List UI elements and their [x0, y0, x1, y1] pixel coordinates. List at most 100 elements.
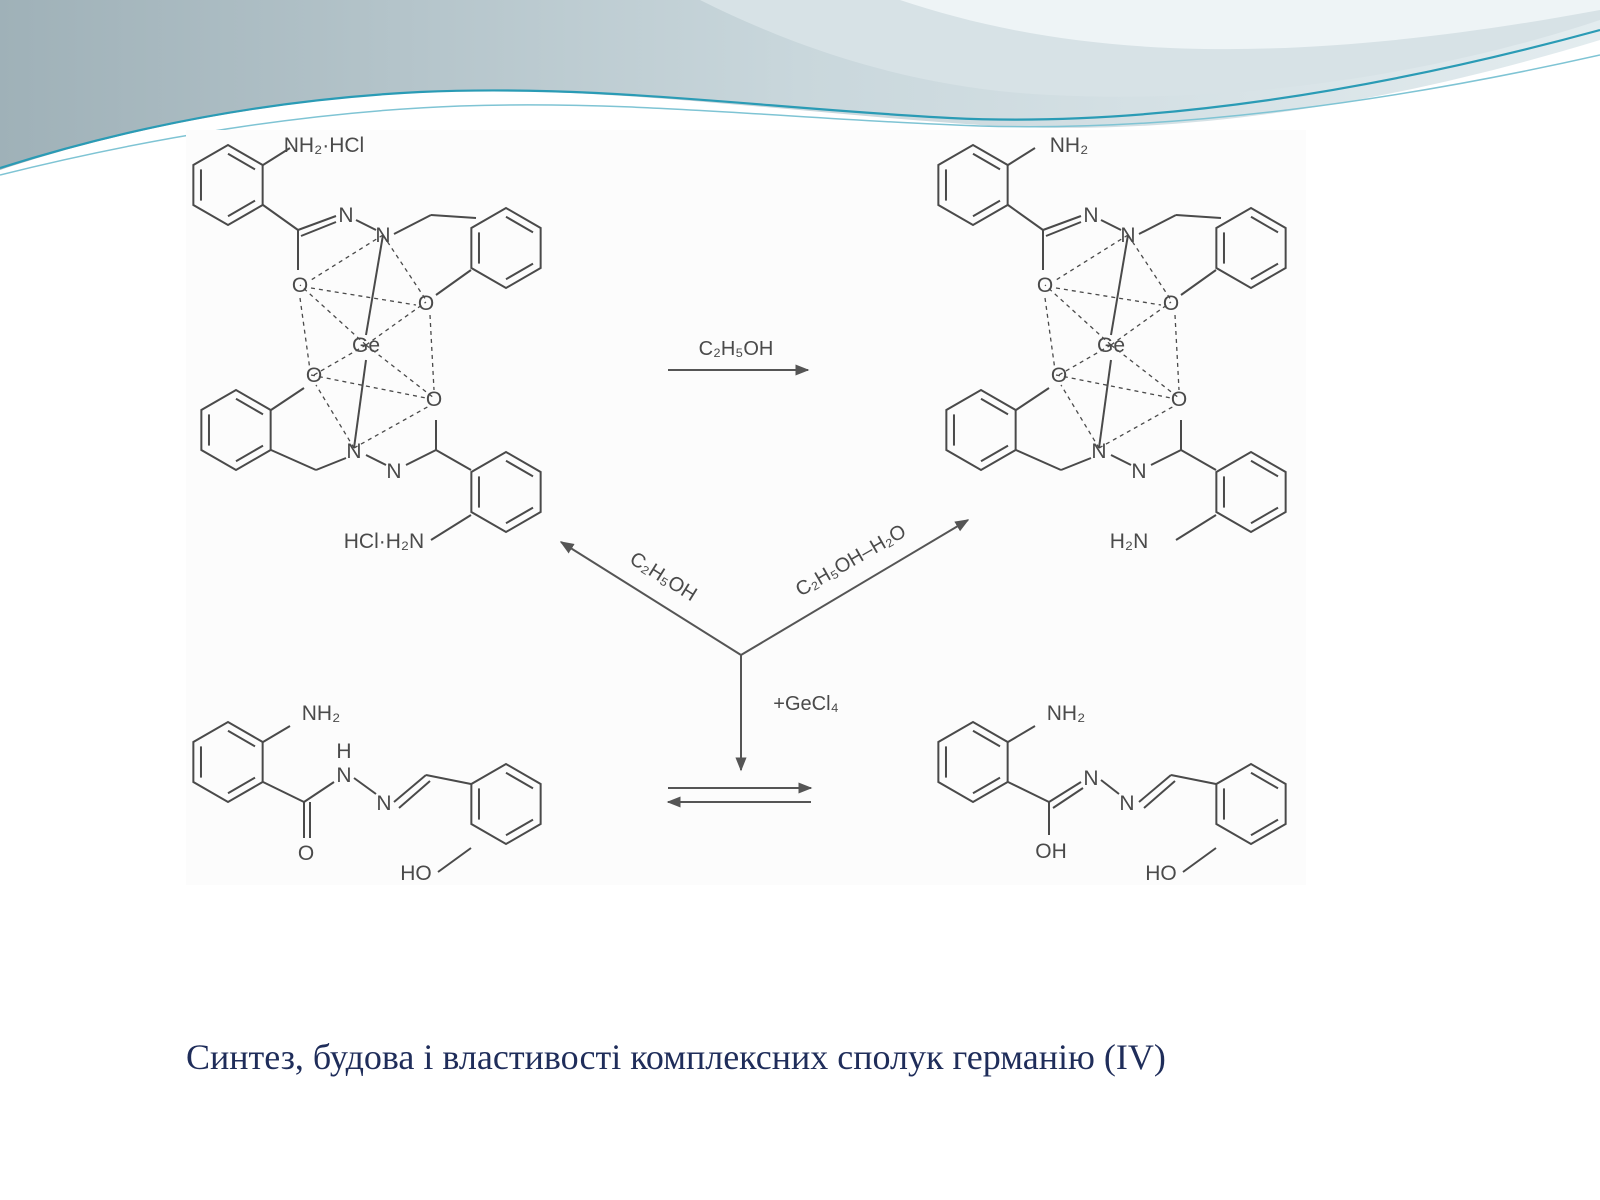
bond	[1015, 387, 1050, 411]
nitrogen-atom: N	[346, 440, 361, 463]
oxygen-atom: O	[418, 292, 434, 315]
bond	[1143, 780, 1176, 809]
oxygen-atom: O	[426, 388, 442, 411]
bond	[1138, 214, 1177, 235]
benzene-ring	[470, 450, 542, 534]
amine-label: NH₂	[302, 702, 340, 725]
coordination-bond	[353, 404, 432, 449]
bond	[262, 725, 291, 743]
nitrogen-atom: N	[338, 204, 353, 227]
bond	[353, 777, 377, 795]
bond	[365, 454, 387, 466]
bond	[1060, 457, 1092, 471]
coordination-bond	[1110, 234, 1129, 336]
benzene-ring	[1215, 206, 1287, 290]
coordination-bond	[353, 359, 367, 449]
amine-label: H₂N	[1110, 530, 1148, 553]
oxygen-atom: O	[1163, 292, 1179, 315]
aromatic-double-bond	[972, 776, 1001, 795]
bond	[1138, 774, 1172, 803]
aromatic-double-bond	[980, 444, 1009, 463]
nitrogen-atom: N	[1083, 767, 1098, 790]
aromatic-double-bond	[227, 199, 256, 218]
coordination-bond	[1055, 234, 1129, 281]
bond	[1007, 781, 1050, 803]
bond	[435, 449, 472, 471]
bond	[1150, 449, 1182, 466]
coordination-bond	[310, 287, 417, 306]
slide-caption: Синтез, будова і властивості комплексних…	[186, 1037, 1166, 1077]
arrow-layer	[559, 364, 970, 808]
aromatic-double-bond	[505, 506, 534, 525]
coordination-bond	[1098, 359, 1112, 449]
bond	[430, 514, 472, 541]
bond	[1042, 215, 1082, 231]
oxygen-atom: O	[1171, 388, 1187, 411]
bond	[262, 204, 299, 231]
nitrogen-atom: N	[386, 460, 401, 483]
aromatic-double-bond	[1250, 262, 1279, 281]
aromatic-double-bond	[972, 199, 1001, 218]
top-right-complex: NH₂NNOOGeOONNH₂N	[937, 134, 1287, 553]
bond	[1110, 454, 1132, 466]
aromatic-double-bond	[505, 818, 534, 837]
aromatic-double-bond	[972, 729, 1001, 748]
aromatic-double-bond	[235, 444, 264, 463]
aromatic-double-bond	[972, 152, 1001, 171]
benzene-ring	[945, 388, 1017, 472]
coordination-bond	[1098, 404, 1177, 449]
nitrogen-atom: N	[1119, 792, 1134, 815]
bond	[303, 781, 335, 803]
bond	[1007, 725, 1036, 743]
benzene-ring	[1215, 450, 1287, 534]
benzene-ring	[470, 762, 542, 846]
bond	[1015, 449, 1062, 471]
coordination-bond	[365, 344, 435, 399]
molecule-layer: NH₂·HClNNOOGeOONNHCl·H₂NNH₂NNOOGeOONNH₂N…	[192, 134, 1287, 885]
bond	[262, 147, 291, 166]
aromatic-double-bond	[505, 771, 534, 790]
amine-label: NH₂	[1050, 134, 1088, 157]
bond	[297, 215, 337, 231]
amine-label: NH₂	[1047, 702, 1085, 725]
nitrogen-atom: N	[336, 764, 351, 787]
aromatic-double-bond	[1250, 818, 1279, 837]
hydroxyl-group: OH	[1035, 840, 1067, 863]
bond	[262, 781, 305, 803]
benzene-ring	[470, 206, 542, 290]
bond	[315, 457, 347, 471]
aromatic-double-bond	[1250, 506, 1279, 525]
header-wave-banner	[0, 0, 1600, 176]
reaction-arrow-right	[740, 519, 970, 656]
nitrogen-atom: N	[1083, 204, 1098, 227]
nitrogen-atom: N	[376, 792, 391, 815]
bond	[437, 847, 472, 873]
coordination-bond	[1110, 344, 1180, 399]
aromatic-double-bond	[227, 152, 256, 171]
reagent-label-germanium-chloride: +GeCl₄	[773, 693, 838, 715]
oxygen-atom: O	[298, 842, 314, 865]
aromatic-double-bond	[505, 459, 534, 478]
coordination-bond	[313, 344, 367, 376]
bond	[270, 449, 317, 471]
coordination-bond	[1044, 284, 1112, 346]
aromatic-double-bond	[227, 776, 256, 795]
aromatic-double-bond	[980, 397, 1009, 416]
coordination-bond	[365, 234, 384, 336]
benzene-ring	[200, 388, 272, 472]
nitrogen-atom: N	[1131, 460, 1146, 483]
bond	[393, 774, 427, 803]
bond	[270, 387, 305, 411]
hydrogen-atom: H	[336, 740, 351, 763]
coordination-bond	[310, 374, 427, 399]
coordination-bond	[1058, 344, 1112, 376]
aromatic-double-bond	[505, 215, 534, 234]
benzene-ring	[192, 720, 264, 804]
bond	[425, 774, 472, 785]
hydroxy-label: HO	[400, 862, 432, 885]
bond	[398, 780, 431, 809]
nitrogen-atom: N	[1091, 440, 1106, 463]
bond	[1100, 779, 1120, 795]
